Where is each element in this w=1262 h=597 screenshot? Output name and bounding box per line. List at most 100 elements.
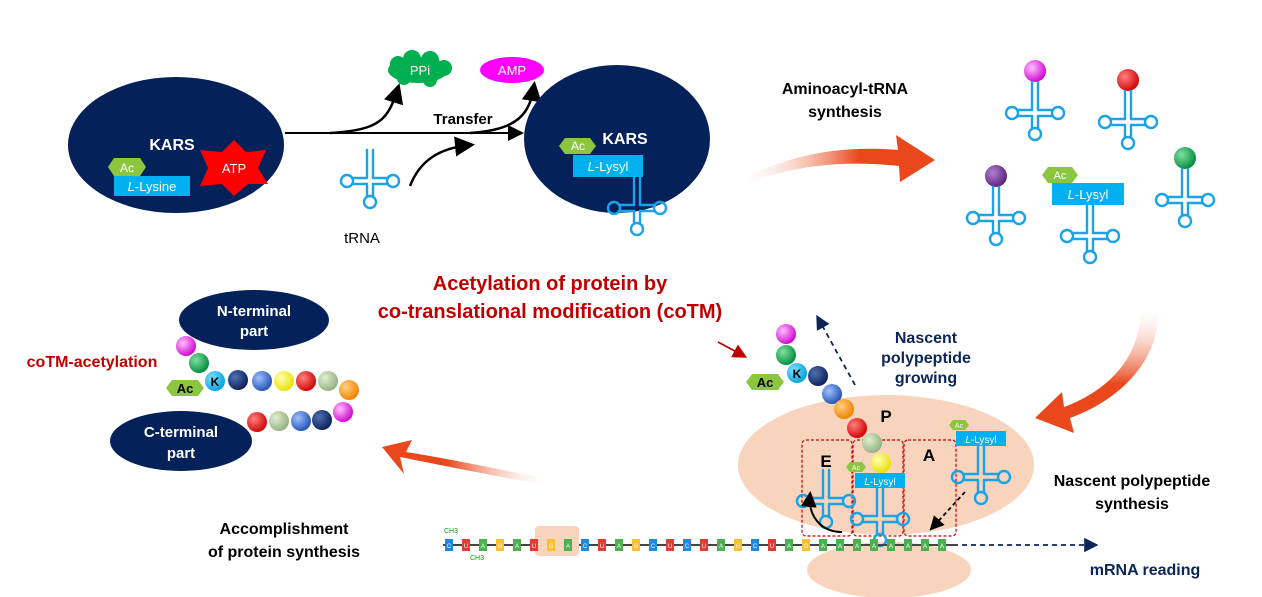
ac-label-1: Ac: [120, 161, 134, 175]
mrna-base-label: A: [923, 544, 927, 550]
mrna-base: [700, 539, 708, 551]
ribosome-small-subunit: [807, 542, 971, 597]
mrna-base-label: A: [872, 544, 876, 550]
lysyl-label-kars: L-Lysyl: [588, 159, 629, 174]
cotm-acetylation-label: coTM-acetylation: [27, 354, 158, 371]
mrna-base-label: A: [617, 544, 621, 550]
mrna-base-label: A: [787, 544, 791, 550]
amp-release-arrow: [469, 81, 542, 135]
mrna-base-label: A: [515, 544, 519, 550]
n-terminal-line1: N-terminal: [217, 303, 291, 320]
atp-label: ATP: [222, 161, 246, 176]
mrna-base: [479, 539, 487, 551]
mrna-base: [904, 539, 912, 551]
mrna-base: [683, 539, 691, 551]
ac-label-p: Ac: [852, 465, 861, 472]
lysyl-label-charged: L-Lysyl: [1068, 187, 1109, 202]
mrna-base: [938, 539, 946, 551]
kars-enzyme-2: [524, 65, 710, 213]
transfer-label: Transfer: [433, 111, 492, 128]
mrna-base-label: C: [651, 544, 656, 550]
mrna-base-label: A: [481, 544, 485, 550]
mrna-base: [870, 539, 878, 551]
nascent-synthesis-line2: synthesis: [1095, 496, 1169, 513]
mrna-base-label: A: [821, 544, 825, 550]
lysyl-label-p: L-Lysyl: [864, 477, 895, 488]
mrna-base: [887, 539, 895, 551]
mrna-base: [819, 539, 827, 551]
mrna-base-label: C: [583, 544, 588, 550]
ppi-label: PPi: [410, 63, 430, 78]
ac-label-a: Ac: [955, 423, 964, 430]
ch3-bottom-label: CH3: [470, 555, 484, 562]
accomplishment-line2: of protein synthesis: [208, 544, 360, 561]
mrna-base: [836, 539, 844, 551]
c-terminal-line1: C-terminal: [144, 424, 218, 441]
mrna-base-label: U: [532, 544, 536, 550]
lysyl-box-kars: [573, 155, 643, 177]
mrna-base-label: G: [804, 544, 809, 550]
kars-label-2: KARS: [602, 131, 648, 148]
mrna-base-label: A: [940, 544, 944, 550]
mrna-base: [785, 539, 793, 551]
nascent-growing-line1: Nascent: [895, 330, 958, 347]
mrna-base-label: A: [719, 544, 723, 550]
aminoacyl-label-line1: Aminoacyl-tRNA: [782, 81, 909, 98]
mrna-base: [853, 539, 861, 551]
lysyl-label-a: L-Lysyl: [965, 435, 996, 446]
nascent-chain: [746, 324, 891, 473]
k-label-nascent: K: [793, 367, 802, 381]
synthesis-arrow: [1035, 310, 1159, 433]
trna-label: tRNA: [344, 230, 380, 247]
charged-trna-lysyl: [1042, 167, 1124, 265]
ac-label-mature: Ac: [177, 381, 194, 396]
mrna-base: [666, 539, 674, 551]
nascent-growing-line2: polypeptide: [881, 350, 971, 367]
mrna-base: [496, 539, 504, 551]
charged-trna-red: [1097, 69, 1159, 151]
mrna-base-label: A: [906, 544, 910, 550]
mrna-base-label: G: [498, 544, 503, 550]
completion-arrow: [382, 440, 545, 485]
lysine-box: [114, 176, 190, 196]
cotm-title-line2: co-translational modification (coTM): [378, 301, 722, 323]
mrna-base: [802, 539, 810, 551]
growth-direction-arrow: [816, 314, 856, 386]
charged-trna-magenta: [1004, 60, 1066, 142]
ac-label-2: Ac: [571, 139, 585, 153]
ac-label-nascent: Ac: [757, 375, 774, 390]
atp-star: [200, 140, 268, 196]
ac-hexagon-a: [949, 420, 969, 430]
mrna-base: [615, 539, 623, 551]
ac-hexagon-2: [559, 138, 596, 154]
mrna-base: [564, 539, 572, 551]
k-label-mature: K: [211, 375, 220, 389]
mrna-base-label: U: [464, 544, 468, 550]
mrna-base-label: A: [855, 544, 859, 550]
e-site-box: [801, 439, 853, 537]
mrna-base: [462, 539, 470, 551]
n-terminal-domain: [179, 290, 329, 350]
lysine-label: L-Lysine: [128, 179, 177, 194]
mrna-base: [513, 539, 521, 551]
mrna-base: [581, 539, 589, 551]
mrna-base-label: U: [702, 544, 706, 550]
aminoacyl-label-line2: synthesis: [808, 104, 882, 121]
a-site-label: A: [923, 446, 935, 465]
accomplishment-line1: Accomplishment: [220, 521, 350, 538]
mrna-base: [751, 539, 759, 551]
mrna-base-label: C: [447, 544, 452, 550]
mrna-base-label: G: [634, 544, 639, 550]
trna-entry-arrow: [408, 136, 475, 187]
p-site-label: P: [880, 407, 891, 426]
nascent-synthesis-line1: Nascent polypeptide: [1054, 473, 1211, 490]
mrna-base-label: A: [838, 544, 842, 550]
mrna-base-label: G: [736, 544, 741, 550]
lysyl-box-a: [956, 431, 1006, 446]
mrna-base-label: U: [600, 544, 604, 550]
mrna-base: [921, 539, 929, 551]
mrna-base: [445, 539, 453, 551]
ch3-top-label: CH3: [444, 528, 458, 535]
nascent-growing-line3: growing: [895, 370, 957, 387]
